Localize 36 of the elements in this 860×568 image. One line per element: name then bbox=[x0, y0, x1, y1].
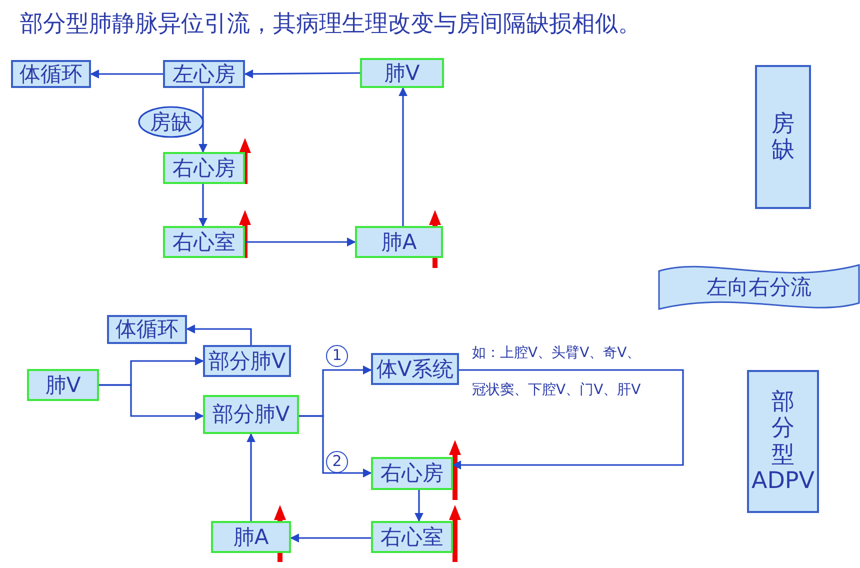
oval-bubble: 房缺 bbox=[138, 106, 204, 138]
arrow bbox=[452, 369, 684, 470]
arrow bbox=[290, 534, 371, 542]
process-box: 肺V bbox=[360, 58, 444, 88]
note-text: 冠状窦、下腔V、门V、肝V bbox=[472, 381, 641, 399]
process-box: 肺A bbox=[355, 226, 443, 258]
banner: 左向右分流 bbox=[658, 262, 860, 312]
process-box: 肺A bbox=[211, 521, 291, 553]
arrow bbox=[90, 70, 163, 78]
process-box: 体V系统 bbox=[371, 353, 459, 385]
process-box: 肺V bbox=[27, 369, 99, 401]
arrow bbox=[198, 184, 208, 227]
process-box: 体循环 bbox=[107, 315, 187, 344]
arrow bbox=[186, 324, 252, 345]
edge-label: 1 bbox=[326, 345, 348, 367]
note-text: 如：上腔V、头臂V、奇V、 bbox=[472, 344, 641, 362]
label-box: 房缺 bbox=[755, 65, 811, 209]
process-box: 部分肺V bbox=[203, 345, 291, 377]
arrow bbox=[245, 238, 356, 246]
label-box: 部分型ADPV bbox=[747, 370, 819, 513]
arrow bbox=[198, 88, 208, 153]
arrow bbox=[246, 433, 256, 521]
process-box: 体循环 bbox=[11, 60, 91, 88]
edge-label: 2 bbox=[326, 451, 348, 473]
title: 部分型肺静脉异位引流，其病理生理改变与房间隔缺损相似。 bbox=[20, 10, 641, 39]
arrow bbox=[244, 69, 360, 78]
process-box: 右心房 bbox=[371, 457, 453, 490]
arrow bbox=[99, 384, 204, 420]
arrow bbox=[414, 490, 424, 522]
process-box: 右心房 bbox=[163, 152, 245, 184]
process-box: 右心室 bbox=[371, 521, 453, 553]
process-box: 左心房 bbox=[163, 60, 245, 88]
process-box: 右心室 bbox=[163, 226, 245, 258]
process-box: 部分肺V bbox=[203, 395, 299, 434]
arrow bbox=[398, 87, 408, 226]
arrow bbox=[299, 415, 372, 478]
